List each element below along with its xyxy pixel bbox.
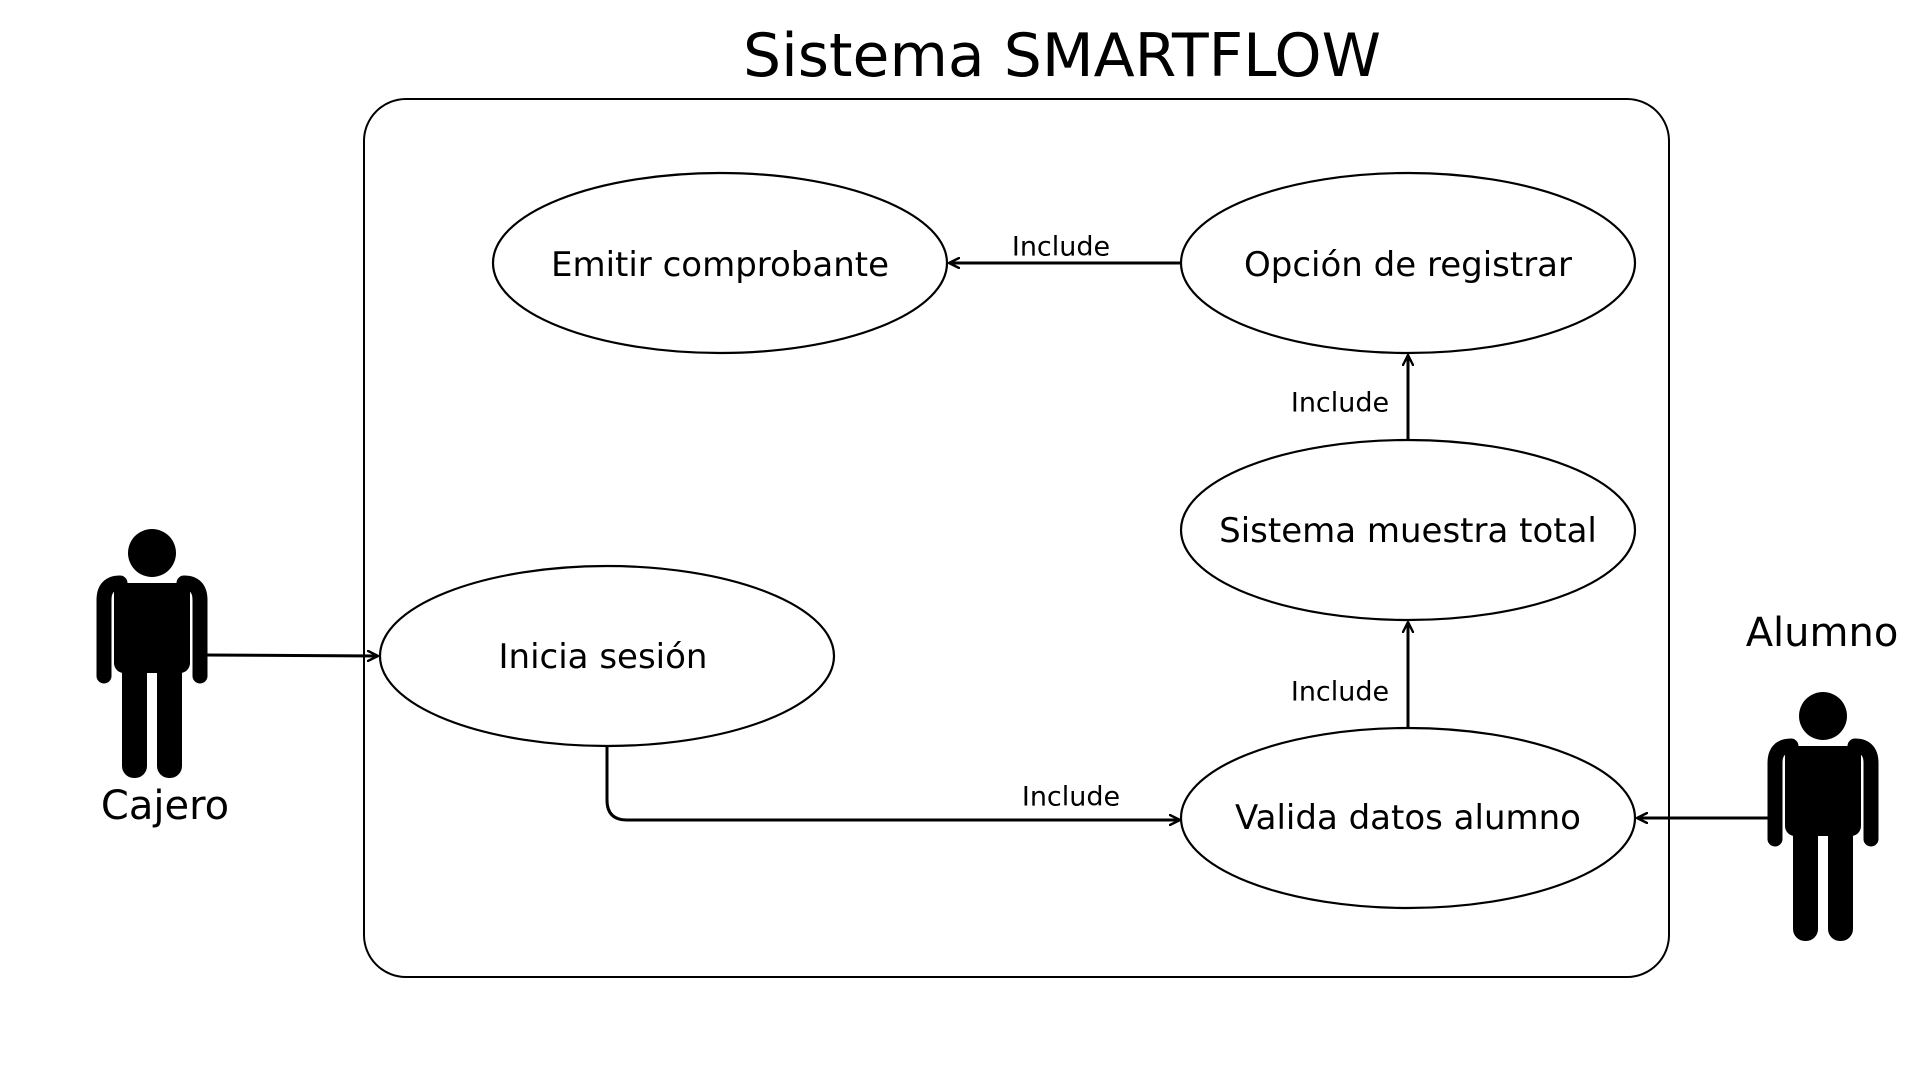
use-case-valida-datos-alumno[interactable] — [1179, 726, 1637, 910]
actor-label-alumno: Alumno — [1745, 610, 1899, 656]
include-label-total-to-opcion: Include — [1290, 387, 1390, 419]
use-case-label-opcion: Opción de registrar — [1244, 245, 1572, 285]
actor-label-cajero: Cajero — [100, 783, 230, 829]
use-case-label-valida: Valida datos alumno — [1235, 798, 1581, 838]
actor-alumno-icon[interactable] — [1767, 692, 1879, 941]
use-case-label-total: Sistema muestra total — [1219, 511, 1597, 551]
use-case-label-inicia: Inicia sesión — [498, 637, 708, 677]
include-label-opcion-to-emitir: Include — [1011, 231, 1111, 263]
use-case-label-emitir: Emitir comprobante — [550, 245, 890, 285]
actor-cajero-icon[interactable] — [96, 529, 208, 778]
include-label-valida-to-total: Include — [1290, 676, 1390, 708]
use-case-emitir-comprobante[interactable] — [491, 171, 949, 355]
association-cajero-inicia — [204, 655, 378, 656]
diagram-title: Sistema SMARTFLOW — [743, 21, 1381, 91]
system-boundary — [363, 98, 1670, 978]
include-arrow-inicia-to-valida — [605, 746, 1180, 820]
use-case-sistema-muestra-total[interactable] — [1179, 438, 1637, 622]
include-label-inicia-to-valida: Include — [1021, 781, 1121, 813]
